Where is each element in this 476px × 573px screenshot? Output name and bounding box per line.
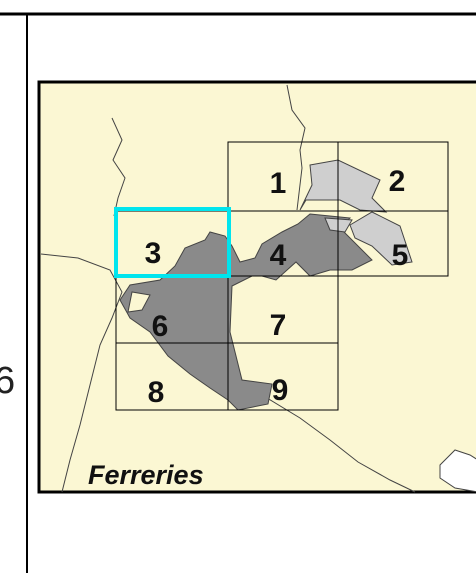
river-north	[286, 84, 306, 211]
islet-hole	[127, 291, 151, 313]
grid-label-8: 8	[148, 376, 165, 409]
grid-cell-5[interactable]	[337, 210, 449, 277]
grid-label-6: 6	[152, 310, 169, 343]
place-label: Ferreries	[88, 460, 204, 490]
grid-label-4: 4	[270, 239, 287, 272]
coastlines	[40, 84, 476, 493]
map-panel	[37, 80, 476, 494]
cut-off-text: 6	[0, 360, 16, 402]
grid-label-5: 5	[392, 239, 409, 272]
selected-cell-highlight	[114, 207, 231, 278]
coast-east-patch	[439, 449, 476, 493]
grid-label-3: 3	[145, 237, 162, 270]
grid-label-1: 1	[270, 167, 287, 200]
grid-label-9: 9	[272, 374, 289, 407]
coast-west	[40, 253, 123, 493]
wetlands	[119, 159, 413, 411]
river-west	[111, 117, 126, 217]
wetland-east	[349, 211, 413, 266]
wetland-north	[299, 159, 388, 213]
grid-cell-9[interactable]	[227, 342, 339, 411]
grid-label-7: 7	[270, 309, 287, 342]
grid-label-2: 2	[389, 165, 406, 198]
